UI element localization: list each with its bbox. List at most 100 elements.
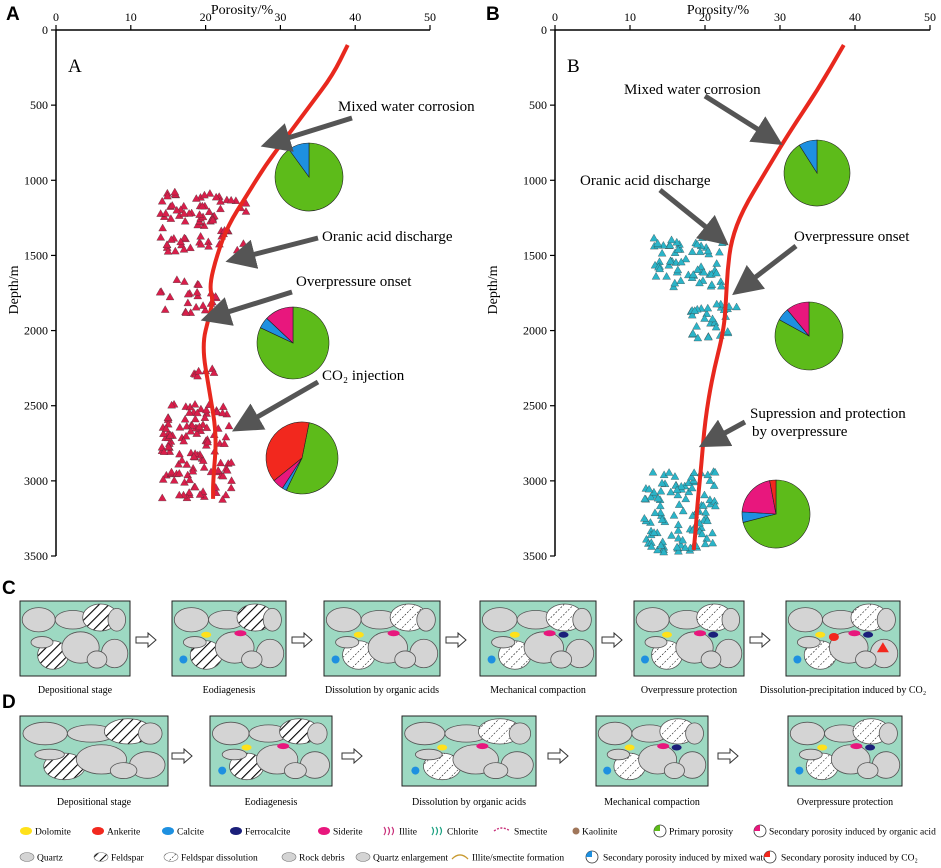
data-point bbox=[195, 490, 205, 498]
data-point bbox=[175, 490, 184, 499]
panel-a-annotation-4: CO₂ injection bbox=[322, 368, 405, 384]
panel-a-x-axis-title: Porosity/% bbox=[211, 3, 274, 18]
quartz-grain bbox=[663, 762, 685, 779]
dolomite-cement bbox=[815, 631, 826, 638]
data-point bbox=[162, 240, 172, 249]
legend-swatch bbox=[92, 827, 104, 835]
y-tick-label: 2000 bbox=[24, 324, 48, 338]
quartz-grain bbox=[635, 607, 670, 633]
data-point bbox=[692, 322, 701, 330]
data-point bbox=[670, 472, 680, 480]
stage-arrow-icon bbox=[135, 631, 157, 649]
data-point bbox=[667, 235, 676, 244]
data-point bbox=[185, 475, 194, 484]
panel-c-label: C bbox=[2, 578, 16, 599]
quartz-grain bbox=[394, 650, 417, 669]
dolomite-cement bbox=[509, 631, 520, 638]
stage-arrow-icon bbox=[749, 631, 771, 649]
data-point bbox=[704, 332, 713, 341]
siderite-cement bbox=[657, 743, 670, 750]
data-point bbox=[160, 305, 170, 313]
y-tick-label: 3500 bbox=[523, 549, 547, 563]
legend-label: Calcite bbox=[177, 828, 204, 838]
data-point bbox=[705, 476, 715, 484]
data-point bbox=[676, 482, 686, 490]
data-point bbox=[673, 526, 683, 534]
data-point bbox=[715, 247, 724, 256]
data-point bbox=[192, 288, 202, 296]
panel-b-pies bbox=[741, 139, 851, 549]
x-tick-label: 50 bbox=[924, 10, 936, 24]
siderite-cement bbox=[234, 630, 247, 637]
data-point bbox=[698, 233, 707, 241]
data-point bbox=[159, 429, 168, 437]
data-point bbox=[226, 483, 236, 492]
panel-c-row bbox=[19, 600, 901, 677]
panel-a-inner-label: A bbox=[68, 56, 82, 77]
siderite-cement bbox=[850, 743, 863, 750]
panel-a-annotation-1: Mixed water corrosion bbox=[338, 99, 475, 115]
data-point bbox=[676, 257, 686, 266]
y-tick-label: 2000 bbox=[523, 324, 547, 338]
y-tick-label: 3000 bbox=[24, 474, 48, 488]
legend-pie-slice bbox=[754, 825, 760, 831]
data-point bbox=[213, 466, 223, 474]
data-point bbox=[187, 421, 197, 429]
data-point bbox=[175, 423, 185, 431]
data-point bbox=[700, 490, 709, 499]
siderite-cement bbox=[387, 630, 400, 637]
data-point bbox=[222, 466, 232, 474]
ferrocalcite-cement bbox=[671, 744, 682, 751]
panel-b-annotation-3: Overpressure onset bbox=[794, 229, 910, 245]
dolomite-cement bbox=[201, 631, 212, 638]
data-point bbox=[640, 514, 649, 522]
legend-swatch bbox=[572, 827, 580, 835]
panel-b-arrow-1 bbox=[703, 93, 783, 146]
legend-swatch bbox=[20, 827, 32, 835]
data-point bbox=[687, 472, 696, 481]
quartz-grain bbox=[109, 762, 138, 779]
data-point bbox=[656, 501, 665, 510]
legend-swatch bbox=[230, 827, 242, 835]
data-point bbox=[181, 308, 191, 316]
panel-a-arrow-4 bbox=[231, 379, 320, 432]
data-point bbox=[218, 495, 227, 503]
data-point bbox=[669, 282, 678, 291]
data-point bbox=[179, 245, 189, 253]
data-point bbox=[711, 322, 721, 331]
data-point bbox=[650, 508, 660, 516]
stage-arrow-icon bbox=[171, 747, 193, 765]
data-point bbox=[190, 400, 200, 408]
data-point bbox=[659, 241, 668, 249]
legend-label: Secondary porosity induced by mixed wate… bbox=[603, 854, 771, 864]
data-point bbox=[180, 414, 190, 423]
quartz-grain bbox=[173, 607, 209, 633]
data-point bbox=[697, 529, 707, 538]
data-point bbox=[688, 329, 698, 337]
quartz-grain bbox=[685, 722, 704, 745]
ferrocalcite-cement bbox=[865, 744, 876, 751]
data-point bbox=[689, 270, 698, 278]
data-point bbox=[673, 245, 683, 253]
data-point bbox=[657, 515, 667, 523]
data-point bbox=[221, 490, 231, 499]
data-point bbox=[216, 458, 225, 467]
x-tick-label: 40 bbox=[849, 10, 861, 24]
data-point bbox=[190, 482, 200, 491]
ferrocalcite-cement bbox=[708, 631, 719, 638]
quartz-grain bbox=[644, 636, 668, 649]
legend-swatch bbox=[493, 827, 511, 832]
data-point bbox=[200, 413, 210, 421]
quartz-grain bbox=[550, 650, 573, 669]
legend-label: Smectite bbox=[514, 828, 547, 838]
data-point bbox=[167, 201, 177, 209]
panel-d-stage-caption: Depositional stage bbox=[57, 797, 132, 808]
panel-b-inner-label: B bbox=[567, 56, 580, 77]
panel-b-x-axis-title: Porosity/% bbox=[687, 3, 750, 18]
data-point bbox=[680, 543, 690, 551]
data-point bbox=[717, 281, 726, 290]
